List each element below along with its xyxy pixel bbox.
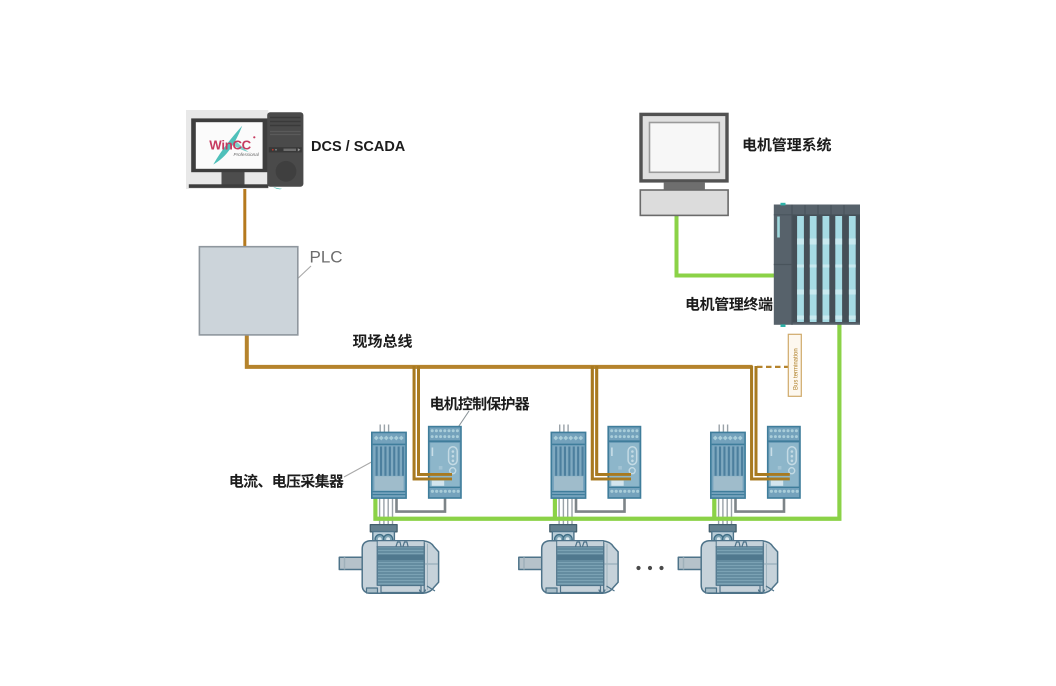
svg-text:Bus termination: Bus termination bbox=[793, 348, 799, 390]
svg-text:DCS / SCADA: DCS / SCADA bbox=[311, 139, 406, 155]
svg-text:PLC: PLC bbox=[310, 248, 343, 267]
svg-text:WinCC: WinCC bbox=[209, 137, 251, 152]
svg-text:Professional: Professional bbox=[234, 152, 260, 157]
